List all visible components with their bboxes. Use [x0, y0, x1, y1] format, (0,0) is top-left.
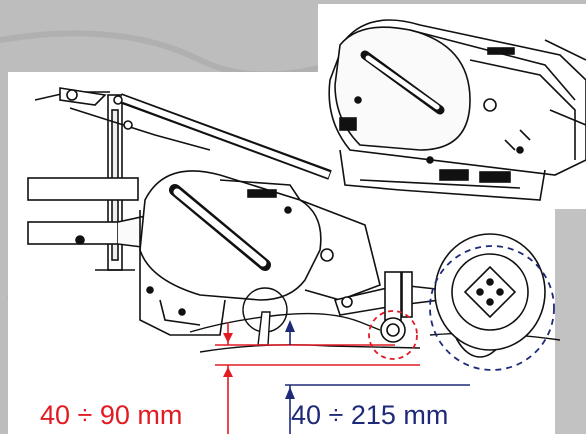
inset-rotor-housing: [328, 19, 586, 201]
small-joint-highlight: [368, 310, 418, 360]
hitch-linkage: [27, 87, 332, 271]
depth-roller: [434, 233, 546, 358]
depth-range-label: 40 ÷ 90 mm: [40, 400, 183, 430]
height-range-label: 40 ÷ 215 mm: [291, 400, 449, 430]
roller-arm: [333, 271, 447, 343]
roller-highlight: [429, 245, 555, 371]
depth-dimension: [215, 322, 420, 434]
panel-cutout: [540, 209, 586, 434]
height-dimension: [285, 320, 470, 434]
